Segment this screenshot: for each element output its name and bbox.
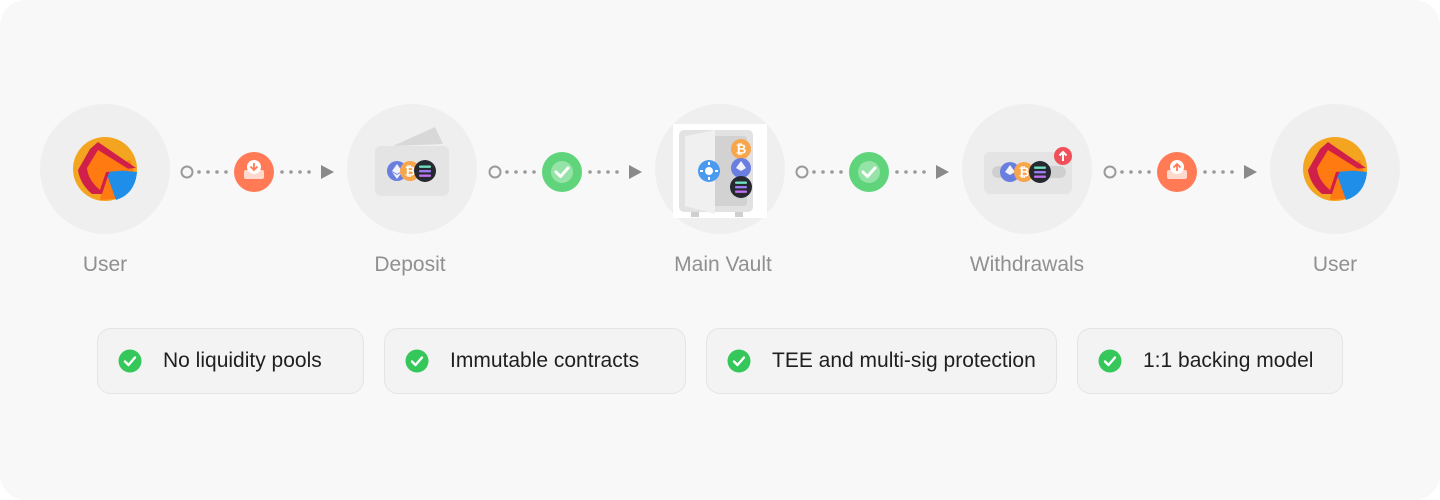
svg-text:₿: ₿: [1019, 165, 1030, 180]
node-label-withdrawals: Withdrawals: [969, 253, 1085, 276]
check-circle-icon: [727, 349, 751, 373]
deposit-wallet-icon: ₿: [375, 127, 449, 196]
feature-no-liquidity-pools: No liquidity pools: [97, 328, 364, 394]
node-label-main-vault: Main Vault: [674, 253, 772, 276]
node-label-deposit: Deposit: [374, 253, 446, 276]
main-vault-node: ₿: [655, 104, 785, 234]
feature-immutable-contracts: Immutable contracts: [384, 328, 686, 394]
user-node-end: [1270, 104, 1400, 234]
flow-connector-1: [180, 152, 334, 192]
flow-connector-3: [795, 152, 949, 192]
node-label-user-end: User: [1312, 253, 1358, 276]
check-circle-icon: [118, 349, 142, 373]
upload-icon: [1157, 152, 1197, 192]
user-logo-icon: [1303, 137, 1367, 201]
flow-connector-2: [488, 152, 642, 192]
check-circle-icon: [1098, 349, 1122, 373]
feature-text: Immutable contracts: [450, 349, 640, 372]
check-circle-icon: [405, 349, 429, 373]
feature-text: No liquidity pools: [163, 349, 322, 372]
node-label-user: User: [82, 253, 128, 276]
svg-text:₿: ₿: [736, 142, 747, 157]
withdrawal-tray-icon: ₿: [984, 147, 1072, 194]
feature-text: TEE and multi-sig protection: [772, 349, 1036, 372]
flow-connector-4: [1103, 152, 1257, 192]
withdrawals-node: ₿: [962, 104, 1092, 234]
feature-backing-model: 1:1 backing model: [1077, 328, 1343, 394]
check-icon: [849, 152, 889, 192]
check-icon: [542, 152, 582, 192]
feature-text: 1:1 backing model: [1143, 349, 1314, 372]
vault-safe-icon: ₿: [673, 124, 767, 218]
feature-tee-multisig: TEE and multi-sig protection: [706, 328, 1057, 394]
deposit-node: ₿: [347, 104, 477, 234]
user-node: [40, 104, 170, 234]
svg-text:₿: ₿: [405, 164, 416, 179]
user-logo-icon: [73, 137, 137, 201]
download-icon: [234, 152, 274, 192]
